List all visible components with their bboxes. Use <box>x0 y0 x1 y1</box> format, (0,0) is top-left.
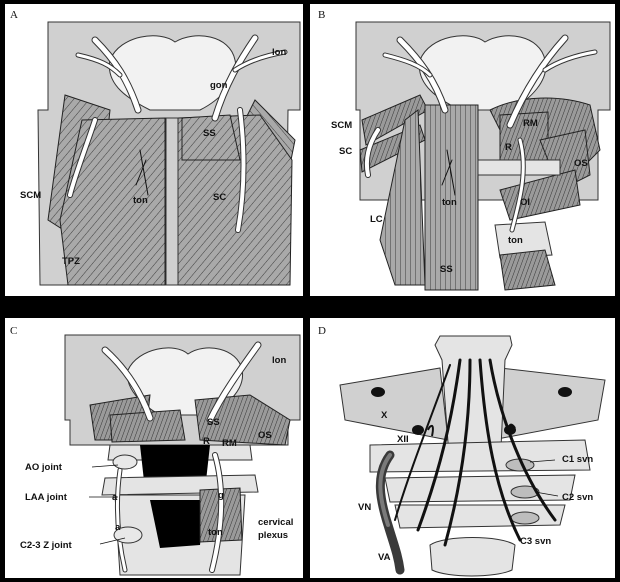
label-ton-c: ton <box>208 527 223 538</box>
label-g-c: g <box>218 490 224 501</box>
label-ton2-b: ton <box>508 235 523 246</box>
foramen-xii-left <box>412 425 424 435</box>
label-c2svn: C2 svn <box>562 492 593 503</box>
label-rm-c: RM <box>222 438 237 449</box>
label-plexus-c: plexus <box>258 530 288 541</box>
panel-a: A lon gon SS <box>5 4 303 296</box>
ao-joint-shape <box>113 455 137 469</box>
label-tpz-a: TPZ <box>62 256 80 267</box>
foramen-x-right <box>558 387 572 397</box>
label-ao-joint: AO joint <box>25 462 63 473</box>
label-sc-a: SC <box>213 192 226 203</box>
label-r-c: R <box>203 436 210 447</box>
label-ss-a: SS <box>203 128 216 139</box>
label-cervical-c: cervical <box>258 517 293 528</box>
label-a2-c: a <box>115 522 121 533</box>
label-c1svn: C1 svn <box>562 454 593 465</box>
label-lon-c: lon <box>272 355 286 366</box>
label-lon-a: lon <box>272 47 286 58</box>
label-gon-a: gon <box>210 80 228 91</box>
label-rm-b: RM <box>523 118 538 129</box>
label-os-c: OS <box>258 430 272 441</box>
label-x-d: X <box>381 410 388 421</box>
panel-d-letter: D <box>318 325 326 337</box>
label-lc-b: LC <box>370 214 383 225</box>
label-laa-joint: LAA joint <box>25 492 68 503</box>
label-ton-a: ton <box>133 195 148 206</box>
panel-c: C lon SS OS R RM <box>5 318 303 578</box>
label-a1-c: a <box>112 492 118 503</box>
label-c23-joint: C2-3 Z joint <box>20 540 73 551</box>
label-os-b: OS <box>574 158 588 169</box>
label-oi-b: OI <box>520 197 530 208</box>
panel-b-letter: B <box>318 9 325 21</box>
panel-a-letter: A <box>10 9 18 21</box>
lower-muscle-b <box>500 250 555 290</box>
midline-ligament <box>166 118 178 285</box>
label-va: VA <box>378 552 391 563</box>
label-vn: VN <box>358 502 371 513</box>
panel-b: B S <box>310 4 615 296</box>
lower-body-d <box>430 538 515 577</box>
panel-c-letter: C <box>10 325 17 337</box>
label-scm-b: SCM <box>331 120 352 131</box>
label-ss-c: SS <box>207 417 220 428</box>
label-xii-d: XII <box>397 434 409 445</box>
foramen-x-left <box>371 387 385 397</box>
label-c3svn: C3 svn <box>520 536 551 547</box>
label-sc-b: SC <box>339 146 352 157</box>
label-ss-b: SS <box>440 264 453 275</box>
panel-d: D X XII <box>310 318 615 578</box>
label-r-b: R <box>505 142 512 153</box>
label-ton-b: ton <box>442 197 457 208</box>
atlas-b <box>478 160 560 175</box>
label-scm-a: SCM <box>20 190 41 201</box>
c3-foramen-d <box>511 512 539 524</box>
axis-d <box>385 475 575 502</box>
